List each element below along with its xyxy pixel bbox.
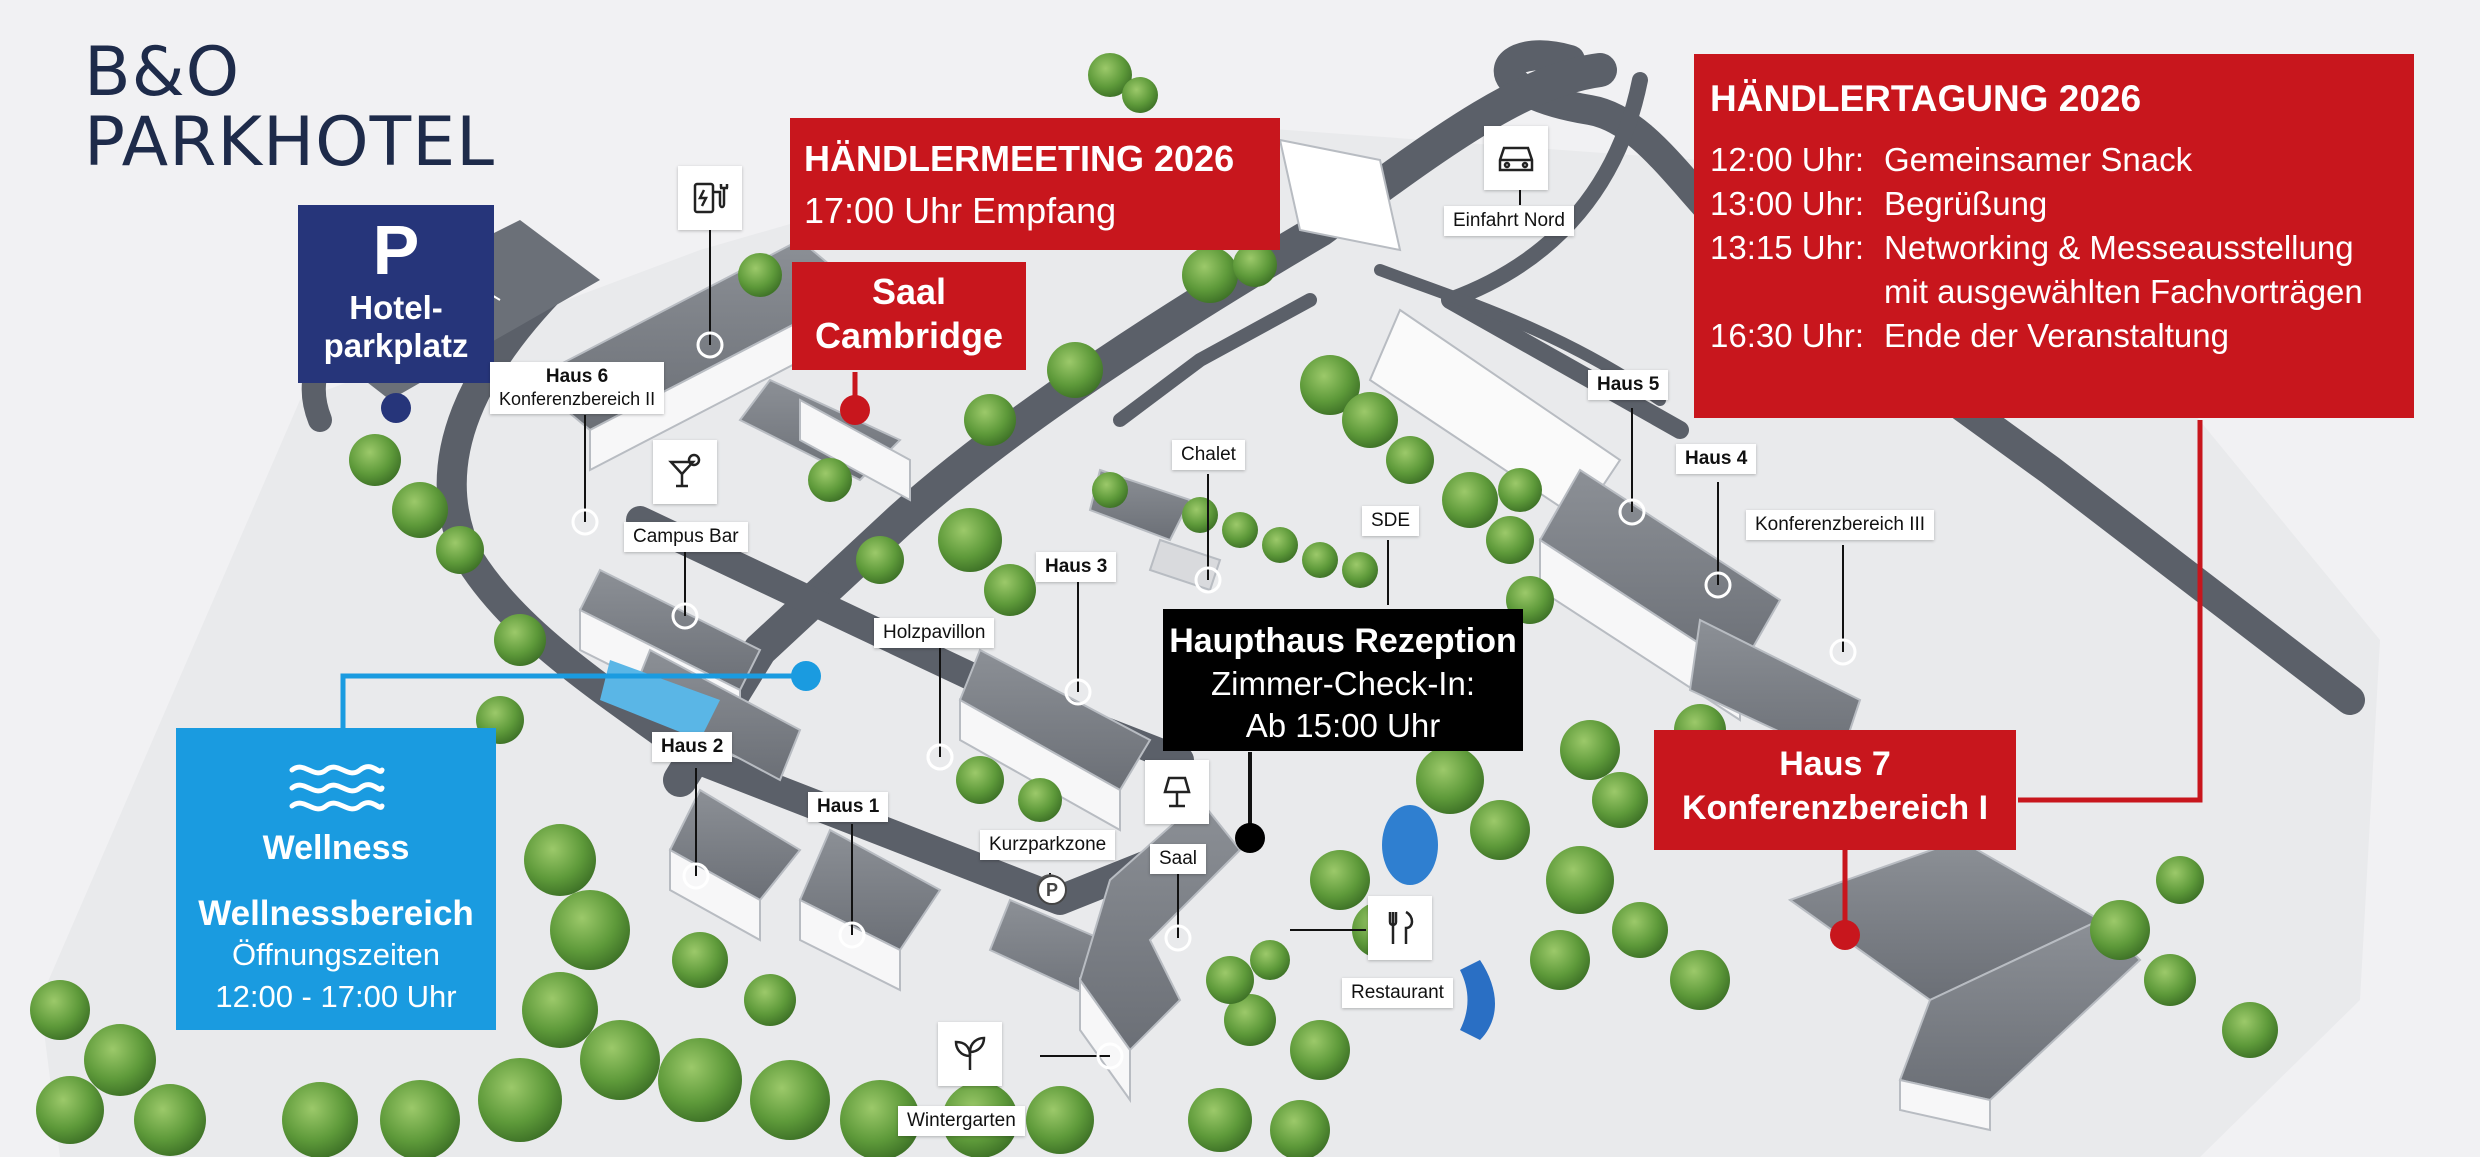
meeting-callout[interactable]: HÄNDLERMEETING 2026 17:00 Uhr Empfang: [790, 118, 1280, 250]
saal-cambridge-line-2: Cambridge: [814, 315, 1004, 356]
waves-icon: [176, 758, 496, 823]
wellness-callout[interactable]: Wellness Wellnessbereich Öffnungszeiten …: [176, 728, 496, 1030]
parking-symbol: P: [372, 211, 420, 289]
label-chalet[interactable]: Chalet: [1172, 440, 1245, 470]
meeting-title: HÄNDLERMEETING 2026: [804, 138, 1235, 179]
label-sde[interactable]: SDE: [1362, 506, 1420, 536]
logo-line-2: PARKHOTEL: [84, 103, 496, 182]
label-haus4[interactable]: Haus 4: [1676, 444, 1757, 474]
agenda-item: 13:00 Uhr:Begrüßung: [1710, 185, 2048, 222]
brand-logo: B&O PARKHOTEL: [84, 38, 495, 178]
agenda-item: mit ausgewählten Fachvorträgen: [1884, 273, 2363, 310]
wellness-area: Wellnessbereich: [198, 894, 474, 933]
wellness-hours-label: Öffnungszeiten: [232, 937, 440, 972]
label-haus2[interactable]: Haus 2: [652, 732, 733, 762]
label-konferenzbereich3[interactable]: Konferenzbereich III: [1746, 510, 1935, 540]
ev-charging-icon: [678, 166, 742, 230]
haus7-callout[interactable]: Haus 7 Konferenzbereich I: [1654, 730, 2016, 850]
plant-icon: [938, 1022, 1002, 1086]
label-haus5[interactable]: Haus 5: [1588, 370, 1669, 400]
label-kurzparkzone[interactable]: Kurzparkzone: [980, 830, 1116, 860]
haus7-subtitle: Konferenzbereich I: [1681, 789, 1989, 827]
parking-p-icon: P: [1037, 875, 1067, 905]
label-campus-bar[interactable]: Campus Bar: [624, 522, 748, 552]
saal-cambridge-callout[interactable]: Saal Cambridge: [792, 262, 1026, 370]
agenda-title: HÄNDLERTAGUNG 2026: [1710, 78, 2142, 119]
haus6-area: Konferenzbereich II: [499, 389, 656, 409]
logo-line-1: B&O: [84, 33, 241, 112]
car-icon: [1484, 126, 1548, 190]
parking-label-2: parkplatz: [323, 327, 469, 364]
reception-time: Ab 15:00 Uhr: [1245, 707, 1441, 744]
agenda-panel: HÄNDLERTAGUNG 2026 12:00 Uhr:Gemeinsamer…: [1694, 54, 2414, 418]
cocktail-icon: [653, 440, 717, 504]
hotel-parking-badge[interactable]: P Hotel- parkplatz: [298, 205, 494, 383]
haus7-title: Haus 7: [1779, 745, 1891, 783]
cutlery-icon: [1368, 896, 1432, 960]
lamp-icon: [1145, 760, 1209, 824]
label-haus3[interactable]: Haus 3: [1036, 552, 1117, 582]
agenda-item: 16:30 Uhr:Ende der Veranstaltung: [1710, 317, 2229, 354]
label-haus1[interactable]: Haus 1: [808, 792, 889, 822]
label-haus6[interactable]: Haus 6 Konferenzbereich II: [490, 362, 665, 414]
label-einfahrt-nord[interactable]: Einfahrt Nord: [1444, 206, 1574, 236]
reception-checkin: Zimmer-Check-In:: [1210, 665, 1476, 702]
meeting-subtitle: 17:00 Uhr Empfang: [804, 190, 1117, 231]
agenda-item: 13:15 Uhr:Networking & Messeausstellung: [1710, 229, 2354, 266]
label-wintergarten[interactable]: Wintergarten: [898, 1106, 1025, 1136]
saal-cambridge-line-1: Saal: [871, 271, 947, 312]
reception-callout[interactable]: Haupthaus Rezeption Zimmer-Check-In: Ab …: [1163, 609, 1523, 751]
reception-title: Haupthaus Rezeption: [1169, 622, 1517, 660]
label-restaurant[interactable]: Restaurant: [1342, 978, 1453, 1008]
wellness-title: Wellness: [262, 829, 410, 867]
parking-label-1: Hotel-: [349, 289, 443, 326]
wellness-hours: 12:00 - 17:00 Uhr: [215, 979, 457, 1014]
haus6-name: Haus 6: [545, 366, 609, 387]
label-holzpavillon[interactable]: Holzpavillon: [874, 618, 995, 648]
agenda-item: 12:00 Uhr:Gemeinsamer Snack: [1710, 141, 2193, 178]
label-saal[interactable]: Saal: [1150, 844, 1207, 874]
